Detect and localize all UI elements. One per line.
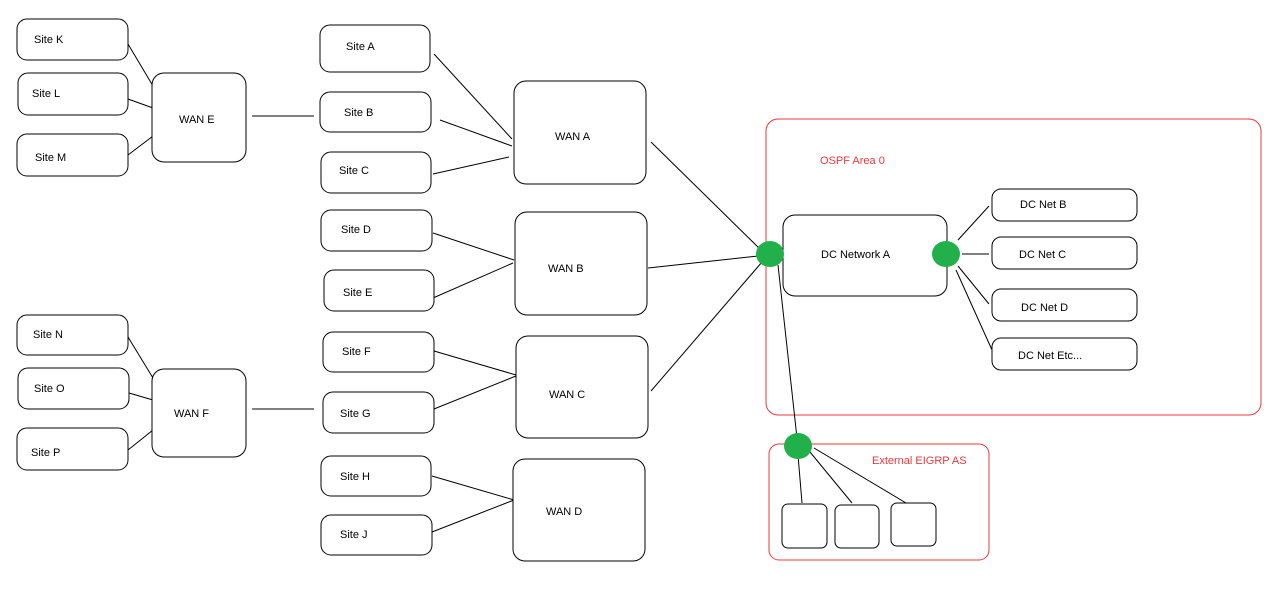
node-label-site-k: Site K [34, 34, 64, 46]
edge-site-c-wan-a [432, 156, 510, 175]
edge-site-p-wan-f [127, 429, 154, 451]
node-site-c[interactable]: Site C [320, 151, 432, 194]
connector-dot-dc-right [932, 241, 960, 267]
region-ospf-area-0: OSPF Area 0 [765, 118, 1262, 416]
node-site-f[interactable]: Site F [322, 331, 435, 373]
edge-dc-network-a-dc-net-b [957, 205, 990, 241]
edge-wan-a-dc-network-a [650, 141, 763, 252]
node-site-a[interactable]: Site A [319, 24, 431, 73]
edge-eigrp-box-1 [797, 454, 803, 504]
node-site-o[interactable]: Site O [17, 367, 130, 410]
node-site-d[interactable]: Site D [320, 209, 433, 252]
node-label-dc-network-a: DC Network A [821, 249, 891, 261]
node-site-k[interactable]: Site K [16, 18, 129, 61]
node-label-site-f: Site F [342, 346, 371, 358]
edge-site-d-wan-b [432, 232, 515, 261]
edge-site-n-wan-f [127, 336, 154, 379]
node-label-site-n: Site N [33, 329, 63, 341]
node-site-b[interactable]: Site B [319, 91, 432, 133]
region-label-external-eigrp-as: External EIGRP AS [872, 455, 967, 467]
region-external-eigrp-as: External EIGRP AS [768, 443, 990, 561]
node-label-dc-net-c: DC Net C [1019, 249, 1066, 261]
node-eigrp-box-2[interactable] [834, 504, 880, 549]
node-label-dc-net-etc: DC Net Etc... [1018, 350, 1082, 362]
node-wan-e[interactable]: WAN E [151, 72, 247, 163]
edge-site-a-wan-a [433, 53, 513, 140]
connector-dot-eigrp [784, 433, 812, 459]
edge-eigrp-box-3 [813, 447, 907, 504]
edge-site-k-wan-e [127, 43, 154, 87]
edge-eigrp-box-2 [809, 451, 853, 504]
node-wan-a[interactable]: WAN A [513, 80, 647, 185]
node-label-wan-d: WAN D [546, 506, 582, 518]
edge-wan-c-dc-network-a [650, 261, 763, 392]
edges [127, 43, 993, 533]
edge-site-h-wan-d [431, 475, 515, 501]
node-site-j[interactable]: Site J [320, 514, 433, 556]
edge-site-j-wan-d [431, 499, 515, 533]
node-site-h[interactable]: Site H [320, 455, 432, 497]
node-dc-net-etc[interactable]: DC Net Etc... [991, 337, 1138, 371]
edge-site-b-wan-a [439, 119, 513, 147]
edge-dc-network-a-dc-net-etc [955, 269, 993, 351]
node-site-n[interactable]: Site N [16, 314, 129, 356]
node-site-l[interactable]: Site L [17, 72, 129, 116]
node-dc-net-c[interactable]: DC Net C [991, 236, 1138, 270]
node-dc-net-b[interactable]: DC Net B [991, 188, 1138, 222]
node-label-site-c: Site C [339, 165, 369, 177]
edge-wan-b-dc-network-a [647, 255, 759, 269]
node-label-wan-b: WAN B [548, 263, 584, 275]
node-label-site-l: Site L [32, 88, 60, 100]
node-label-dc-net-b: DC Net B [1020, 199, 1066, 211]
edge-site-e-wan-b [432, 262, 514, 299]
region-label-ospf-area-0: OSPF Area 0 [820, 155, 885, 167]
edge-dc-network-a-dc-net-d [957, 265, 990, 305]
edge-site-m-wan-e [127, 135, 154, 156]
edge-site-o-wan-f [128, 392, 154, 401]
node-label-site-j: Site J [340, 529, 368, 541]
node-wan-b[interactable]: WAN B [514, 211, 648, 316]
node-eigrp-box-3[interactable] [890, 502, 937, 547]
edge-dc-network-a-external-eigrp [777, 264, 798, 439]
node-label-site-d: Site D [341, 224, 371, 236]
node-site-m[interactable]: Site M [16, 133, 129, 177]
node-dc-net-d[interactable]: DC Net D [991, 288, 1138, 322]
node-label-site-a: Site A [346, 41, 375, 53]
edge-site-l-wan-e [127, 98, 154, 109]
edge-site-f-wan-c [433, 350, 517, 376]
node-label-site-h: Site H [340, 471, 370, 483]
node-site-p[interactable]: Site P [16, 427, 129, 471]
node-label-wan-e: WAN E [179, 114, 215, 126]
node-label-wan-a: WAN A [555, 131, 591, 143]
node-wan-f[interactable]: WAN F [151, 368, 247, 458]
node-label-wan-c: WAN C [549, 389, 585, 401]
node-label-site-p: Site P [31, 447, 60, 459]
node-site-g[interactable]: Site G [322, 391, 435, 434]
node-site-e[interactable]: Site E [323, 269, 435, 312]
node-label-site-g: Site G [340, 408, 371, 420]
connector-dot-dc-left [756, 241, 784, 267]
node-label-site-o: Site O [34, 383, 65, 395]
node-wan-c[interactable]: WAN C [515, 335, 649, 439]
node-label-dc-net-d: DC Net D [1021, 302, 1068, 314]
node-eigrp-box-1[interactable] [781, 503, 828, 549]
node-wan-d[interactable]: WAN D [512, 458, 646, 562]
node-dc-network-a[interactable]: DC Network A [782, 214, 948, 297]
node-label-site-m: Site M [35, 152, 66, 164]
edge-site-g-wan-c [433, 375, 517, 410]
node-label-wan-f: WAN F [174, 408, 209, 420]
node-label-site-b: Site B [344, 107, 373, 119]
node-label-site-e: Site E [343, 287, 372, 299]
